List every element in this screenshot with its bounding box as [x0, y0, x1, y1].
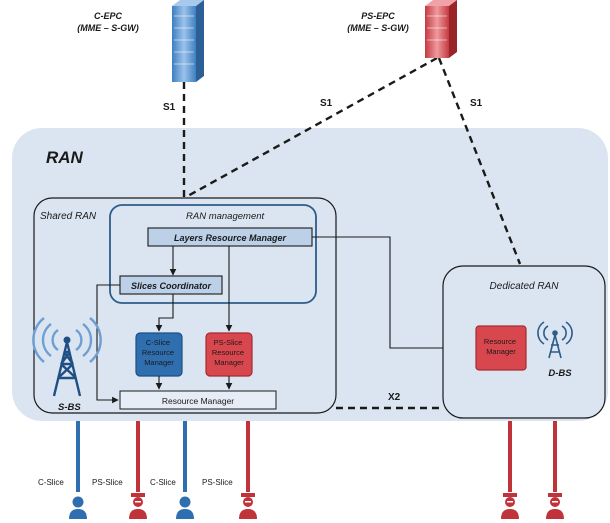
arrow-coordinator-to-resource-manager [96, 284, 120, 404]
user-icon-c1 [69, 496, 87, 519]
c-slice-rm-line2: Resource [142, 348, 174, 357]
s-bs-label: S-BS [58, 402, 81, 413]
d-bs-label: D-BS [548, 368, 572, 379]
x2-label: X2 [388, 392, 401, 403]
user-label-c2: C-Slice [150, 478, 176, 487]
ps-epc-sublabel: (MME – S-GW) [347, 23, 409, 33]
arrow-coordinator-to-c-rm [155, 294, 174, 332]
s1-label-ps-dedicated: S1 [470, 98, 483, 109]
ps-epc-server-icon [425, 0, 457, 58]
ps-slice-rm-line2: Resource [212, 348, 244, 357]
s1-label-c: S1 [163, 102, 176, 113]
arrow-layers-to-dedicated-rm [312, 236, 473, 352]
police-icon-ps1 [129, 493, 147, 519]
dedicated-resource-manager [475, 325, 527, 371]
c-slice-rm-line1: C-Slice [146, 338, 170, 347]
ran-title: RAN [46, 148, 84, 167]
ran-management-title: RAN management [186, 211, 265, 222]
c-epc-server-icon [172, 0, 204, 82]
police-icon-ps4 [546, 493, 564, 519]
shared-resource-manager-label: Resource Manager [162, 396, 234, 406]
police-icon-ps2 [239, 493, 257, 519]
user-label-ps1: PS-Slice [92, 478, 123, 487]
c-epc-sublabel: (MME – S-GW) [77, 23, 139, 33]
ps-slice-rm-line1: PS-Slice [214, 338, 243, 347]
shared-resource-manager [119, 390, 277, 410]
c-slice-rm-label: C-Slice Resource Manager [142, 338, 176, 367]
d-bs-antenna-icon [537, 321, 573, 359]
s1-label-ps-shared: S1 [320, 98, 333, 109]
c-epc-label: C-EPC [94, 11, 123, 21]
dedicated-rm-label: Resource Manager [484, 337, 518, 356]
shared-ran-title: Shared RAN [40, 211, 97, 222]
dedicated-rm-line2: Manager [486, 347, 516, 356]
layers-resource-manager-label: Layers Resource Manager [174, 233, 287, 243]
dedicated-ran-title: Dedicated RAN [490, 281, 560, 292]
dedicated-rm-line1: Resource [484, 337, 516, 346]
link-s1-ps-epc-to-dedicated [437, 57, 522, 265]
police-icon-ps3 [501, 493, 519, 519]
ps-epc-label: PS-EPC [361, 11, 395, 21]
user-label-c1: C-Slice [38, 478, 64, 487]
user-icon-c2 [176, 496, 194, 519]
s-bs-antenna-icon [32, 317, 102, 397]
c-slice-rm-line3: Manager [144, 358, 174, 367]
ps-slice-rm-line3: Manager [214, 358, 244, 367]
user-label-ps2: PS-Slice [202, 478, 233, 487]
ps-slice-rm-label: PS-Slice Resource Manager [212, 338, 246, 367]
slices-coordinator-label: Slices Coordinator [131, 281, 212, 291]
